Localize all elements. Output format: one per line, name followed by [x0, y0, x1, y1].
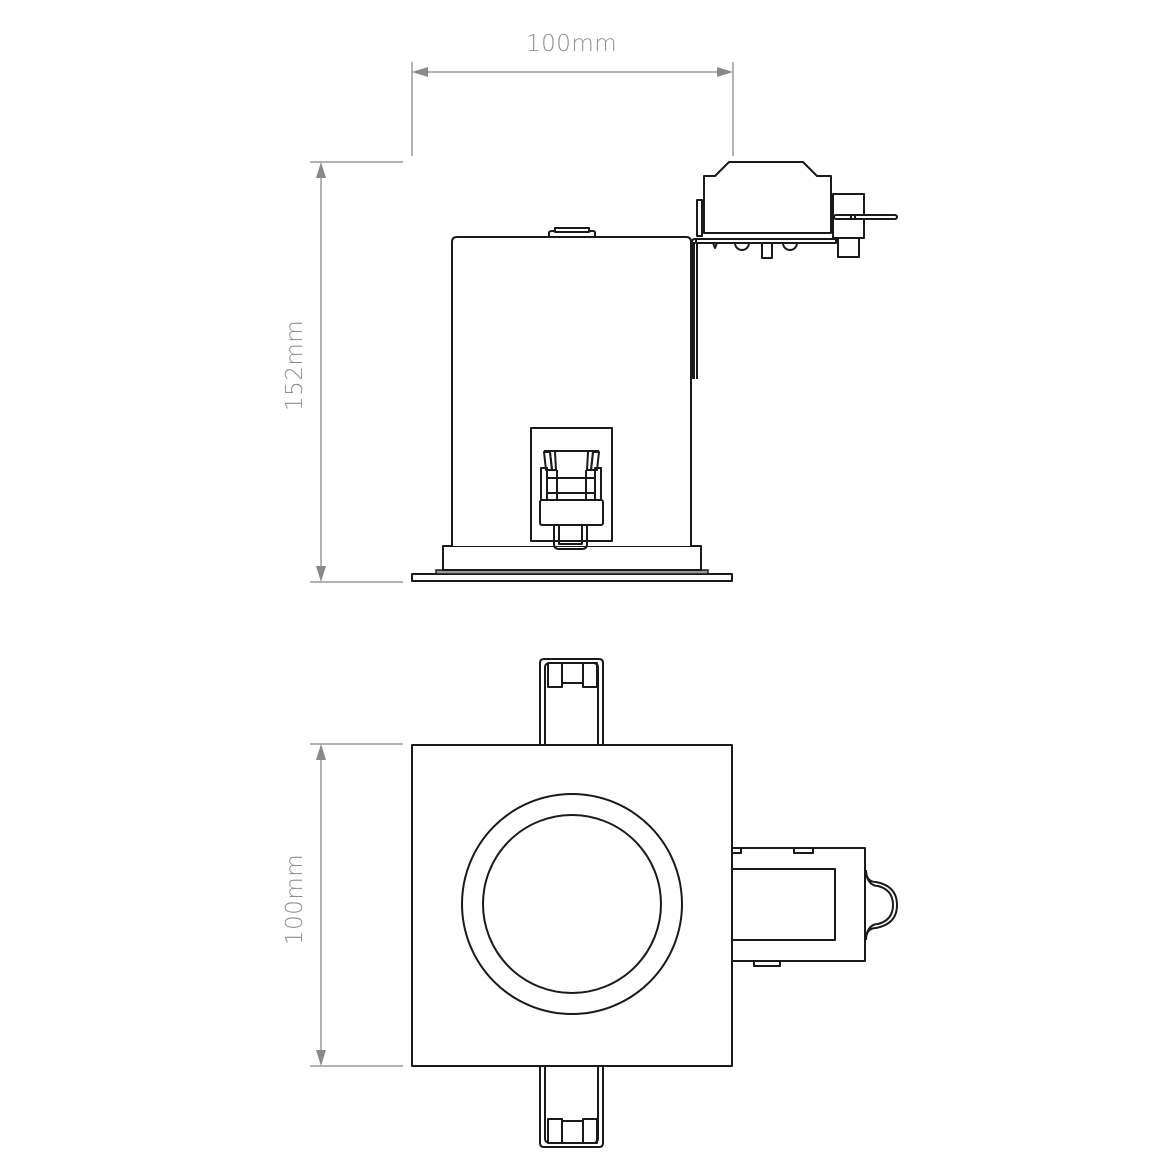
driver-box: [703, 161, 832, 234]
driver-box-tab: [753, 960, 781, 967]
height-dimension-line: [310, 161, 403, 583]
bracket-notch: [712, 242, 718, 249]
flange: [411, 573, 733, 582]
top-spring-clip: [539, 658, 604, 745]
top-cap-inner: [554, 227, 590, 233]
terminal-connector: [539, 450, 604, 526]
arrow-up-icon: [316, 162, 326, 178]
spring-clip: [553, 525, 588, 550]
side-view: [310, 62, 898, 583]
top-view-height-dimension-label: 100mm: [282, 853, 308, 945]
square-trim-plate: [411, 744, 733, 1067]
arrow-down-icon: [316, 1050, 326, 1066]
bracket-pin: [761, 242, 773, 259]
top-view-height-dimension-line: [310, 743, 403, 1067]
width-dimension-label: 100mm: [526, 31, 618, 57]
inner-lens: [482, 814, 662, 994]
outer-ring: [461, 793, 683, 1015]
arrow-right-icon: [717, 67, 733, 77]
top-view: [310, 658, 898, 1148]
bracket-hole-right: [782, 242, 798, 251]
cable-clamp: [865, 869, 898, 941]
width-dimension-line: [411, 62, 734, 156]
cable-wire: [833, 214, 898, 220]
arrow-down-icon: [316, 566, 326, 582]
arrow-up-icon: [316, 744, 326, 760]
driver-side-tab: [696, 199, 703, 237]
spring-clip-inner: [558, 525, 583, 545]
driver-box-outline: [731, 847, 866, 962]
driver-box-tab: [793, 847, 814, 854]
mounting-bracket: [691, 238, 698, 379]
cable-terminal-foot: [837, 237, 860, 258]
top-view-driver-box: [731, 847, 898, 967]
bottom-spring-clip: [539, 1066, 604, 1148]
bracket-hole-left: [734, 242, 750, 251]
height-dimension-label: 152mm: [282, 319, 308, 411]
arrow-left-icon: [412, 67, 428, 77]
